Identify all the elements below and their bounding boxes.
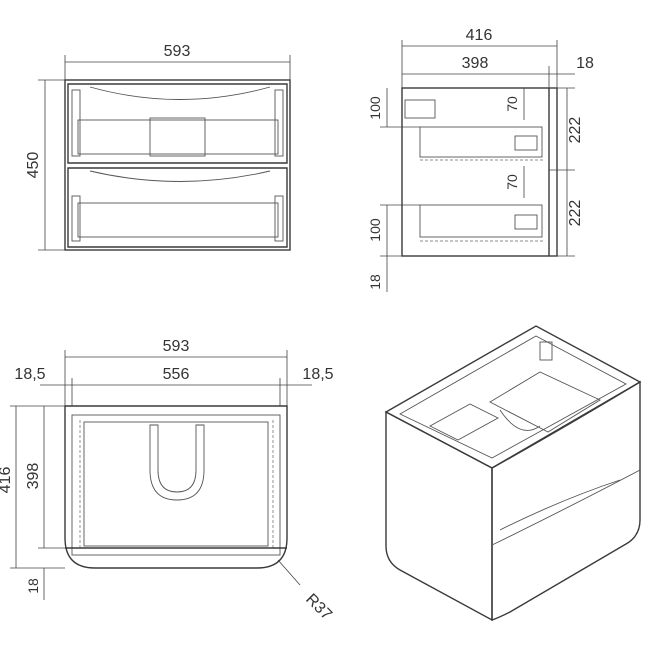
side-upper-handle <box>514 135 538 151</box>
side-lower-drawer <box>419 204 543 238</box>
plan-view: 593 556 18,5 18,5 416 398 18 R37 <box>0 338 335 624</box>
plan-drawer-inner <box>83 421 269 547</box>
plan-depth-total-label: 416 <box>0 467 14 494</box>
upper-left-runner <box>71 89 81 157</box>
iso-side-face <box>385 410 493 622</box>
iso-front-face <box>491 380 641 621</box>
side-lower-handle <box>514 214 538 230</box>
iso-handle-upper <box>499 479 621 531</box>
iso-top-rim-inner <box>399 335 627 459</box>
side-upper-gap-label: 100 <box>367 96 383 120</box>
iso-drawer-compartment-right <box>489 371 601 433</box>
iso-siphon-curve <box>499 409 541 431</box>
plan-siphon-cutout <box>149 424 205 501</box>
side-lower-rail-label: 70 <box>504 174 520 190</box>
lower-drawer-curve <box>89 170 271 182</box>
front-view-outline <box>64 79 291 251</box>
plan-depth-inner-label: 398 <box>25 463 42 490</box>
iso-hanging-bracket <box>539 341 553 361</box>
side-view: 416 398 18 100 100 18 70 70 222 222 <box>367 27 594 292</box>
side-depth-total-label: 416 <box>466 27 493 44</box>
plan-inner-width-label: 556 <box>163 366 190 383</box>
side-upper-drawer <box>419 126 543 158</box>
iso-drawer-compartment-left <box>429 403 499 441</box>
plan-right-side-label: 18,5 <box>302 366 333 383</box>
front-width-label: 593 <box>164 43 191 60</box>
side-upper-bracket <box>404 99 436 119</box>
front-view: 593 450 <box>25 43 291 251</box>
iso-drawer-split <box>491 469 641 546</box>
upper-drawer-box <box>77 119 279 155</box>
lower-left-runner <box>71 195 81 242</box>
plan-radius-label: R37 <box>302 591 335 624</box>
plan-view-outline <box>64 405 288 569</box>
side-lower-gap-label: 100 <box>367 218 383 242</box>
plan-back-panel-label: 18 <box>25 578 41 594</box>
upper-drawer-front <box>67 83 288 164</box>
side-lower-drawer-label: 222 <box>567 200 584 227</box>
upper-drawer-curve <box>89 86 271 100</box>
lower-drawer-front <box>67 167 288 248</box>
upper-right-runner <box>274 89 284 157</box>
plan-radius-leader <box>277 559 301 586</box>
side-bottom-panel-label: 18 <box>367 274 383 290</box>
side-panel-label: 18 <box>576 55 594 72</box>
side-upper-drawer-label: 222 <box>567 117 584 144</box>
plan-left-side-label: 18,5 <box>14 366 45 383</box>
isometric-view <box>384 325 642 622</box>
lower-drawer-box <box>77 202 279 238</box>
front-height-label: 450 <box>25 152 42 179</box>
side-depth-inner-label: 398 <box>462 55 489 72</box>
side-view-outline <box>401 87 558 257</box>
lower-right-runner <box>274 195 284 242</box>
plan-drawer-box <box>71 414 281 556</box>
plan-width-label: 593 <box>163 338 190 355</box>
side-upper-rail-label: 70 <box>504 96 520 112</box>
upper-siphon-cutout <box>149 117 206 157</box>
